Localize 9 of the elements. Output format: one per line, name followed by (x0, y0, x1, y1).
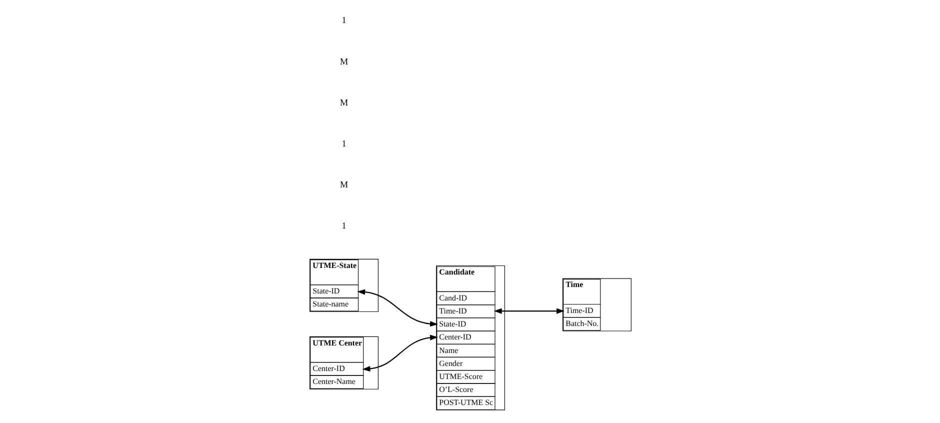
label: M (339, 97, 348, 108)
label: 1 (341, 220, 346, 230)
arrow (493, 308, 564, 314)
label: 1 (341, 138, 346, 148)
arrow (356, 289, 438, 327)
arrow (362, 334, 438, 372)
label: 1 (341, 15, 346, 26)
label: M (339, 179, 348, 190)
label: M (339, 56, 348, 66)
